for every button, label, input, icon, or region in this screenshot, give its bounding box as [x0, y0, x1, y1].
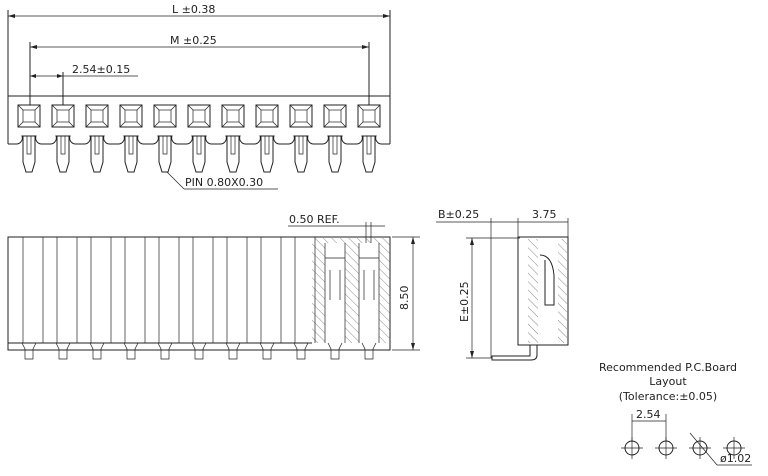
pcb-layout: Recommended P.C.Board Layout (Tolerance:… [599, 361, 752, 466]
pin-socket [85, 104, 109, 173]
pin [124, 136, 138, 173]
dim-M-label: M ±0.25 [170, 34, 217, 47]
pin-socket [51, 104, 75, 173]
dim-L-label: L ±0.38 [172, 3, 215, 16]
front-pin [293, 342, 309, 360]
dim-height-label: 8.50 [398, 286, 411, 311]
front-contact [324, 243, 346, 360]
pcb-title-line3: (Tolerance:±0.05) [619, 390, 717, 403]
pcb-hole-label: ø1.02 [720, 452, 751, 465]
front-contact [293, 237, 316, 360]
pin [328, 136, 342, 173]
pin-socket [221, 104, 245, 173]
pin [192, 136, 206, 173]
front-contact [191, 237, 214, 360]
top-view: L ±0.38 M ±0.25 2.54±0.15 PIN 0.80X0.30 [7, 3, 391, 190]
dim-B-label: B±0.25 [438, 208, 479, 221]
pin [226, 136, 240, 173]
front-contact [21, 237, 44, 360]
pin [90, 136, 104, 173]
pin [260, 136, 274, 173]
pcb-hole [655, 437, 677, 459]
pin-socket [289, 104, 313, 173]
pcb-hole [621, 437, 643, 459]
front-pin [327, 342, 343, 360]
pin [294, 136, 308, 173]
pcb-title-line2: Layout [649, 375, 687, 388]
front-pin [157, 342, 173, 360]
pin-socket [187, 104, 211, 173]
front-pin [259, 342, 275, 360]
pin-socket [357, 104, 381, 173]
body-bottom-edge [8, 135, 390, 145]
pin-note-label: PIN 0.80X0.30 [185, 176, 263, 189]
pin-socket [255, 104, 279, 173]
pcb-title-line1: Recommended P.C.Board [599, 361, 737, 374]
front-contact [259, 237, 282, 360]
pin-socket [153, 104, 177, 173]
pcb-hole [723, 437, 745, 459]
pin [158, 136, 172, 173]
dim-ref-label: 0.50 REF. [289, 213, 340, 226]
front-pin [55, 342, 71, 360]
front-contact [225, 237, 248, 360]
front-contact [123, 237, 146, 360]
dim-depth-label: 3.75 [532, 208, 557, 221]
front-pin [123, 342, 139, 360]
dim-E-label: E±0.25 [458, 281, 471, 322]
front-pin [225, 342, 241, 360]
pcb-pitch-label: 2.54 [636, 408, 661, 421]
front-pin [89, 342, 105, 360]
side-view: B±0.25 3.75 E±0.25 [436, 208, 569, 361]
front-contact [89, 237, 112, 360]
front-contact [157, 237, 180, 360]
front-pin [361, 342, 377, 360]
pin-socket [119, 104, 143, 173]
pcb-hole [689, 437, 711, 459]
front-pin [21, 342, 37, 360]
dim-pitch-label: 2.54±0.15 [72, 63, 130, 76]
pin-socket [323, 104, 347, 173]
front-view: 0.50 REF. 8.50 [7, 213, 420, 360]
front-contact [55, 237, 78, 360]
front-contact [358, 243, 380, 360]
front-pin [191, 342, 207, 360]
pin [56, 136, 70, 173]
pin [22, 136, 36, 173]
pin-socket [17, 104, 41, 173]
pin [362, 136, 376, 173]
